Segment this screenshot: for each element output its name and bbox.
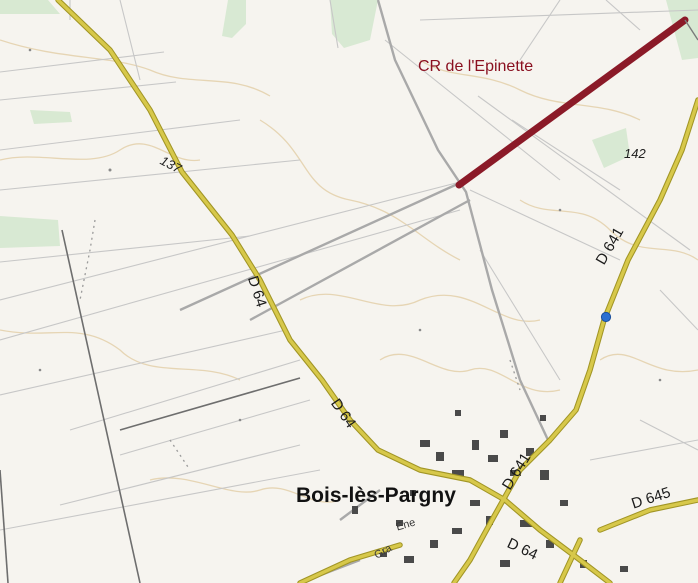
water-point-marker[interactable] bbox=[600, 311, 612, 323]
main-roads bbox=[55, 0, 698, 583]
elevation-label-142: 142 bbox=[624, 146, 646, 161]
field-boundary-north bbox=[684, 19, 698, 41]
woodland-areas bbox=[0, 0, 698, 248]
spot-dots bbox=[28, 48, 662, 422]
parcel-boundaries-dark bbox=[0, 229, 301, 583]
dotted-boundaries bbox=[79, 219, 521, 471]
highlighted-path-cr-epinette[interactable] bbox=[455, 16, 689, 189]
secondary-tracks bbox=[179, 0, 550, 583]
contour-lines bbox=[0, 39, 698, 503]
town-label: Bois-lès-Pargny bbox=[296, 484, 456, 507]
path-label-cr-epinette: CR de l'Epinette bbox=[418, 58, 534, 75]
field-boundaries bbox=[0, 0, 698, 531]
